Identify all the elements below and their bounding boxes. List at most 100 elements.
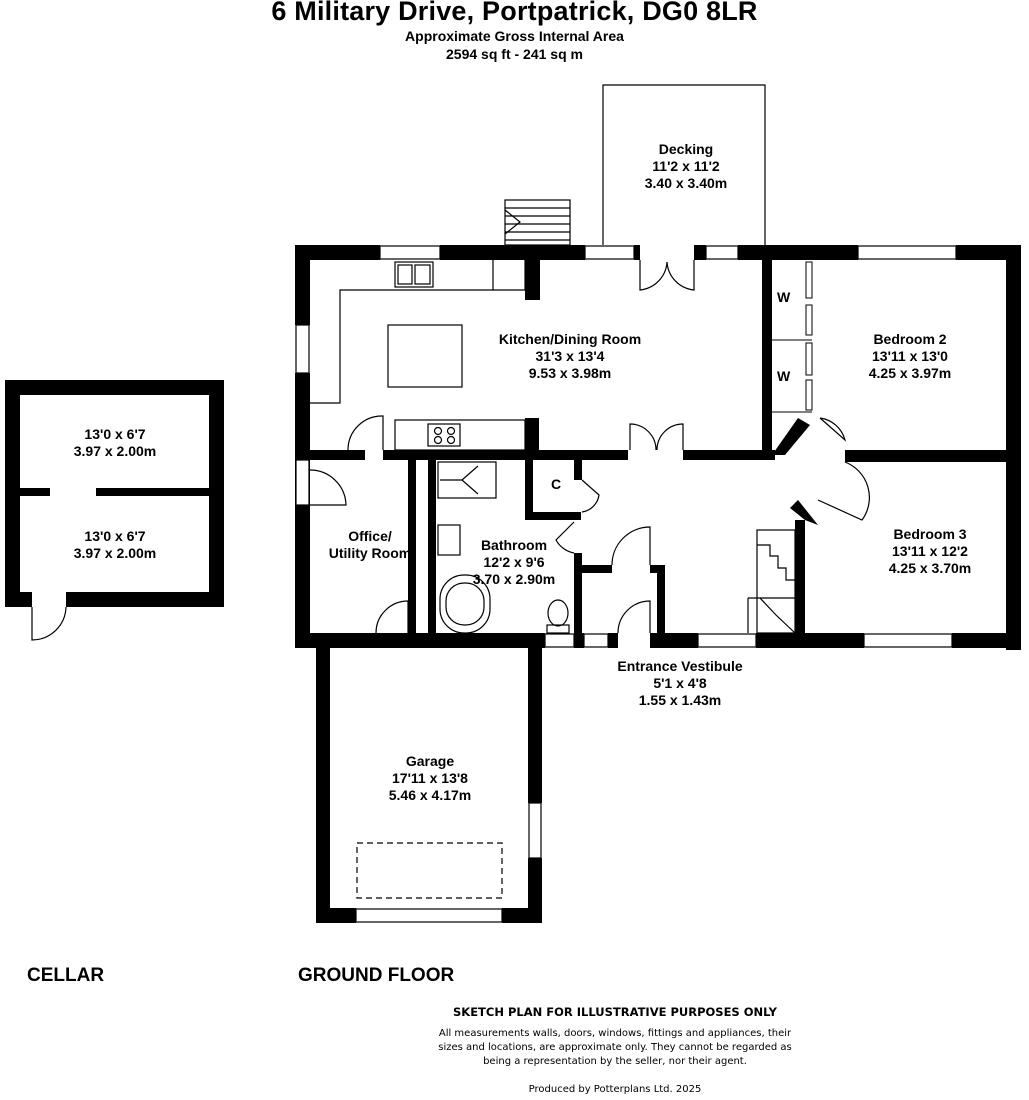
kitchen-island [387,324,463,388]
cellar-wall-bottom [66,592,224,607]
door-kitchen-hall-left [629,423,657,451]
door-bedroom3 [817,461,870,521]
wall-top-c [634,245,640,260]
wall-bottom-f [952,633,1021,648]
door-office-garage [375,600,409,634]
door-decking-right [666,260,695,291]
window-kitchen-2 [584,245,635,260]
wall-angled-lower [790,500,818,525]
door-vestibule-inner [611,526,651,566]
disclaimer-line-1: All measurements walls, doors, windows, … [438,1028,792,1039]
window-bedroom3 [863,633,953,648]
wall-top-f [956,245,1021,260]
room-bedroom3-name: Bedroom 3 [893,526,967,542]
room-decking-imperial: 11'2 x 11'2 [652,158,720,174]
wall-bottom-c [608,633,618,648]
wall-top-d [694,245,706,260]
window-kitchen-1 [379,245,441,260]
doors [31,260,870,641]
room-vestibule-imperial: 5'1 x 4'8 [653,675,707,691]
external-steps [504,199,571,246]
room-bedroom3-imperial: 13'11 x 12'2 [892,543,968,559]
room-office-name-1: Office/ [348,528,392,544]
room-cellar-upper-metric: 3.97 x 2.00m [73,443,157,459]
window-bedroom2 [857,245,957,260]
bathroom-basin [437,524,461,556]
wall-top-e [738,245,858,260]
kitchen-sink [394,261,434,288]
walls [5,245,1021,923]
room-kitchen-metric: 9.53 x 3.98m [528,365,612,381]
window-hall [697,633,757,648]
room-cellar-upper: 13'0 x 6'7 3.97 x 2.00m [55,426,175,460]
windows [295,245,957,923]
wardrobe-label-2: W [777,368,791,384]
cellar-wall-right [209,380,224,607]
room-bedroom2: Bedroom 2 13'11 x 13'0 4.25 x 3.97m [840,331,980,382]
wall-vestibule-right [657,565,665,635]
room-garage-imperial: 17'11 x 13'8 [392,770,468,786]
door-bedroom2 [819,417,847,442]
door-decking-left [639,260,668,291]
room-vestibule-metric: 1.55 x 1.43m [638,692,722,708]
floor-label-cellar: CELLAR [27,965,105,986]
room-bathroom-name: Bathroom [480,537,548,553]
fittings [310,84,796,899]
wall-cupboard-bottom [533,512,581,520]
wall-bedroom2-left [762,245,772,455]
wall-bottom-b [574,633,584,648]
wardrobe-label-1: W [777,289,791,305]
garage-wall-left [316,648,330,923]
wall-office-right [408,460,416,635]
cellar-wall-top [5,380,224,395]
wall-top-b [440,245,585,260]
disclaimer-body: All measurements walls, doors, windows, … [380,1027,850,1069]
door-cellar [31,606,67,641]
area-label: Approximate Gross Internal Area [405,28,624,44]
decking-outline [602,84,766,245]
room-bedroom3: Bedroom 3 13'11 x 12'2 4.25 x 3.70m [860,526,1000,577]
wardrobe-doors [772,261,813,413]
cupboard-label: C [551,476,562,492]
producer-credit: Produced by Potterplans Ltd. 2025 [528,1084,702,1095]
wall-bedroom3-left [795,520,805,648]
garage-wall-bottom-b [502,908,542,923]
room-decking-name: Decking [658,141,714,157]
room-bathroom: Bathroom 12'2 x 9'6 3.70 x 2.90m [464,537,564,588]
cellar-wall-bottom-left [5,592,32,607]
room-kitchen-imperial: 31'3 x 13'4 [535,348,605,364]
wall-bottom-e [756,633,864,648]
room-office: Office/ Utility Room [314,528,426,562]
wall-bedroom-divider [845,450,1021,462]
room-bathroom-metric: 3.70 x 2.90m [472,571,556,587]
disclaimer-heading: SKETCH PLAN FOR ILLUSTRATIVE PURPOSES ON… [453,1005,777,1019]
door-cupboard [581,479,600,513]
wall-bathroom-right-b [574,553,582,635]
area-value: 2594 sq ft - 241 sq m [446,46,583,62]
room-cellar-lower-metric: 3.97 x 2.00m [73,545,157,561]
window-bathroom [544,633,575,648]
room-bedroom2-imperial: 13'11 x 13'0 [872,348,948,364]
room-vestibule: Entrance Vestibule 5'1 x 4'8 1.55 x 1.43… [600,658,760,709]
door-office-external [309,469,347,506]
room-cellar-lower: 13'0 x 6'7 3.97 x 2.00m [55,528,175,562]
garage-wall-bottom-a [316,908,356,923]
window-kitchen-3 [705,245,739,260]
wall-top-a [295,245,380,260]
cellar-partition-right [96,488,209,496]
room-decking: Decking 11'2 x 11'2 3.40 x 3.40m [616,141,756,192]
wall-bathroom-right-a [574,460,582,480]
toilet [547,599,569,627]
cellar-partition-left [20,488,50,496]
room-kitchen: Kitchen/Dining Room 31'3 x 13'4 9.53 x 3… [480,331,660,382]
room-bedroom2-metric: 4.25 x 3.97m [868,365,952,381]
room-vestibule-name: Entrance Vestibule [617,658,743,674]
wall-office-left [295,505,310,633]
window-kitchen-side [295,324,310,374]
wall-left-a [295,245,310,325]
wall-office-top-b [383,450,628,460]
room-garage-name: Garage [405,753,455,769]
room-bedroom3-metric: 4.25 x 3.70m [888,560,972,576]
